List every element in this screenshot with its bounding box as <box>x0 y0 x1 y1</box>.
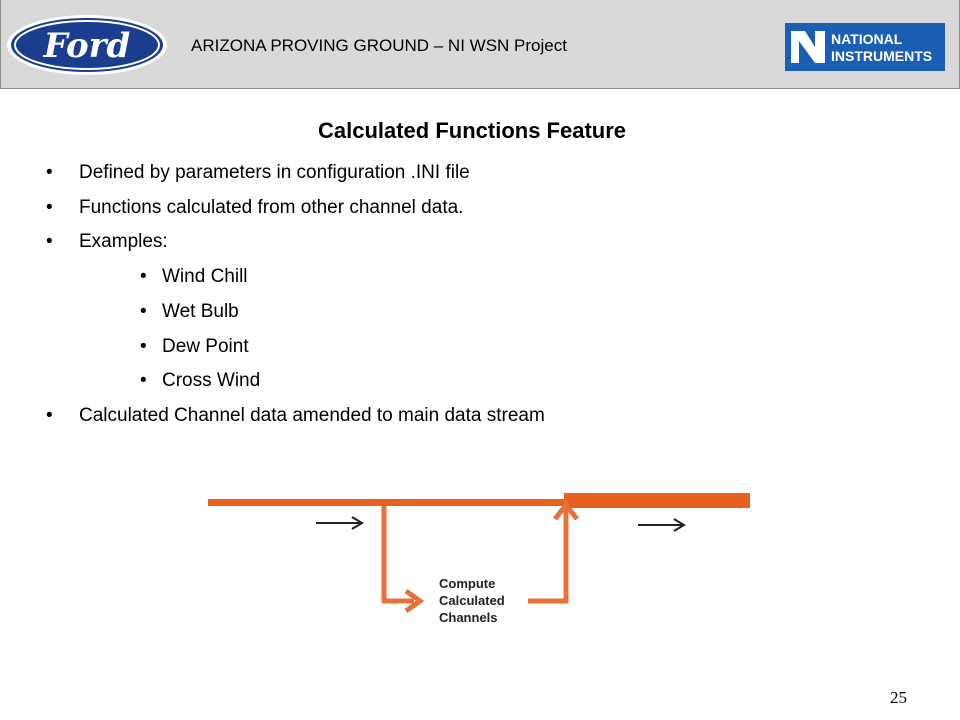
sub-bullet-text: Wet Bulb <box>162 301 239 322</box>
ni-logo-line2: INSTRUMENTS <box>831 48 932 64</box>
header-title: ARIZONA PROVING GROUND – NI WSN Project <box>191 36 567 55</box>
ford-logo-text: Ford <box>43 26 131 66</box>
ni-logo-line1: NATIONAL <box>831 31 903 47</box>
compute-label-line3: Channels <box>439 610 498 625</box>
compute-label-line2: Calculated <box>439 593 505 608</box>
branch-down-arrow <box>381 506 414 604</box>
bullet-glyph: • <box>46 162 53 183</box>
sub-bullet-text: Dew Point <box>162 336 249 357</box>
main-stream-line <box>208 499 564 506</box>
bullet-glyph: • <box>140 266 147 287</box>
flow-arrow-right-icon <box>638 518 686 532</box>
ni-eagle-icon <box>791 31 825 63</box>
bullet-glyph: • <box>46 405 53 426</box>
slide-header: Ford ARIZONA PROVING GROUND – NI WSN Pro… <box>0 0 960 89</box>
bullet-glyph: • <box>140 370 147 391</box>
flow-arrow-left-icon <box>316 516 364 530</box>
ford-logo: Ford <box>7 15 167 75</box>
bullet-glyph: • <box>46 231 53 252</box>
compute-label-line1: Compute <box>439 576 495 591</box>
bullet-glyph: • <box>46 197 53 218</box>
branch-arrowhead-icon <box>404 588 425 614</box>
return-arrowhead-icon <box>553 500 579 521</box>
bullet-text: Defined by parameters in configuration .… <box>79 162 470 183</box>
bullet-text: Calculated Channel data amended to main … <box>79 405 545 426</box>
slide-title: Calculated Functions Feature <box>317 118 627 143</box>
page-number: 25 <box>890 688 907 707</box>
sub-bullet-text: Wind Chill <box>162 266 248 287</box>
data-flow-diagram: Compute Calculated Channels <box>208 493 750 625</box>
return-up-arrow <box>528 507 569 604</box>
sub-bullet-text: Cross Wind <box>162 370 261 391</box>
bullet-text: Examples: <box>79 231 168 252</box>
national-instruments-logo: NATIONAL INSTRUMENTS <box>785 23 945 71</box>
bullet-glyph: • <box>140 336 147 357</box>
bullet-text: Functions calculated from other channel … <box>79 197 464 218</box>
main-stream-line-amended <box>564 493 750 508</box>
bullet-glyph: • <box>140 301 147 322</box>
